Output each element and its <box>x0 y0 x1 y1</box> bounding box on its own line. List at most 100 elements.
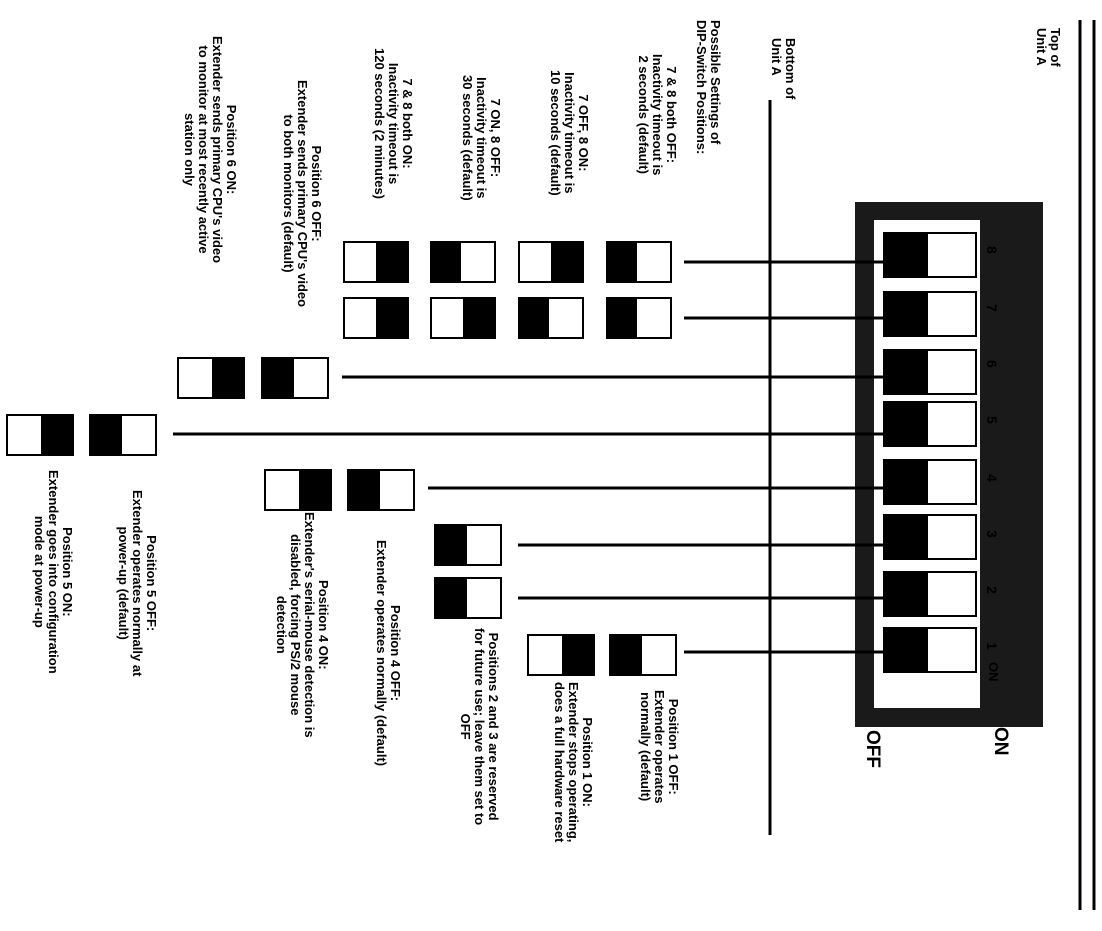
desc-78-both-off: 7 & 8 both OFF: Inactivity timeout is 2 … <box>636 54 679 176</box>
desc-line: disabled, forcing PS/2 mouse <box>288 534 303 716</box>
switch-number-8: 8 <box>984 246 1000 254</box>
desc-line: Position 4 ON: <box>316 580 331 670</box>
dip-switch-4 <box>883 459 977 505</box>
switch-number-3: 3 <box>984 530 1000 538</box>
desc-line: Extender goes into configuration <box>46 470 61 674</box>
desc-line: Extender stops operating, <box>566 682 581 843</box>
dip-switch-7 <box>883 291 977 337</box>
switch-example-6-a <box>261 357 329 399</box>
top-of-unit-line: Unit A <box>1034 28 1049 66</box>
desc-line: Extender's serial-mouse detection is <box>302 512 317 738</box>
desc-line: Position 1 ON: <box>580 717 595 807</box>
switch-example-7-b <box>518 297 584 339</box>
desc-line: Position 6 OFF: <box>309 145 324 242</box>
desc-line: Position 5 OFF: <box>144 535 159 632</box>
dip-switch-2 <box>883 571 977 617</box>
desc-line: Inactivity timeout is <box>474 77 489 199</box>
desc-6-off: Position 6 OFF: Extender sends primary C… <box>281 80 324 308</box>
switch-example-8-c <box>430 241 496 283</box>
dip-switch-8 <box>883 232 977 278</box>
desc-4-off: Position 4 OFF: Extender operates normal… <box>374 540 403 767</box>
desc-5-on: Position 5 ON: Extender goes into config… <box>32 470 75 674</box>
desc-line: Positions 2 and 3 are reserved <box>486 632 501 821</box>
switch-example-5-a <box>89 414 157 456</box>
desc-line: station only <box>182 113 197 186</box>
settings-heading: Possible Settings of DIP-Switch Position… <box>694 20 723 155</box>
desc-line: Position 5 ON: <box>60 527 75 617</box>
switch-example-7-d <box>343 297 409 339</box>
switch-number-7: 7 <box>984 304 1000 312</box>
bottom-of-unit-line: Unit A <box>769 38 784 76</box>
desc-line: Extender sends primary CPU's video <box>295 80 310 308</box>
desc-4-on: Position 4 ON: Extender's serial-mouse d… <box>274 512 331 738</box>
desc-line: Inactivity timeout is <box>650 54 665 176</box>
desc-line: does a full hardware reset <box>552 682 567 843</box>
desc-line: 7 ON, 8 OFF: <box>488 98 503 178</box>
desc-line: normally (default) <box>638 692 653 802</box>
switch-number-4: 4 <box>984 474 1000 482</box>
desc-1-off: Position 1 OFF: Extender operates normal… <box>638 690 681 804</box>
switch-number-6: 6 <box>984 360 1000 368</box>
switch-example-7-c <box>430 297 496 339</box>
desc-line: to both monitors (default) <box>281 114 296 273</box>
switch-example-2 <box>434 577 502 619</box>
desc-1-on: Position 1 ON: Extender stops operating,… <box>552 682 595 843</box>
desc-line: Position 6 ON: <box>224 104 239 195</box>
desc-line: Extender sends primary CPU's video <box>210 36 225 264</box>
desc-line: Position 4 OFF: <box>388 605 403 702</box>
desc-6-on: Position 6 ON: Extender sends primary CP… <box>182 36 239 264</box>
desc-line: to monitor at most recently active <box>196 45 211 254</box>
desc-line: detection <box>274 595 289 654</box>
switch-example-8-a <box>606 241 672 283</box>
desc-line: Extender operates normally (default) <box>374 540 389 767</box>
switch-example-7-a <box>606 297 672 339</box>
desc-5-off: Position 5 OFF: Extender operates normal… <box>116 490 159 677</box>
switch-example-1-b <box>527 634 595 676</box>
top-of-unit-label: Top of Unit A <box>1034 28 1063 67</box>
desc-line: mode at power-up <box>32 515 47 628</box>
desc-78-both-on: 7 & 8 both ON: Inactivity timeout is 120… <box>372 48 415 199</box>
desc-line: 30 seconds (default) <box>460 75 475 201</box>
desc-line: 10 seconds (default) <box>548 70 563 196</box>
switch-example-1-a <box>609 634 677 676</box>
dip-switch-5 <box>883 401 977 447</box>
switch-example-4-b <box>264 469 332 511</box>
desc-line: Inactivity timeout is <box>562 72 577 194</box>
bottom-of-unit-line: Bottom of <box>783 38 798 100</box>
desc-23-reserved: Positions 2 and 3 are reserved for futur… <box>458 628 501 826</box>
desc-line: OFF <box>458 713 473 740</box>
desc-line: for future use; leave them set to <box>472 628 487 826</box>
desc-line: 7 OFF, 8 ON: <box>576 94 591 172</box>
desc-line: 7 & 8 both ON: <box>400 78 415 169</box>
desc-7off-8on: 7 OFF, 8 ON: Inactivity timeout is 10 se… <box>548 70 591 196</box>
settings-heading-line: Possible Settings of <box>708 20 723 145</box>
dip-switch-3 <box>883 514 977 560</box>
switch-example-4-a <box>347 469 415 511</box>
switch-number-1: 1 <box>984 642 1000 650</box>
desc-line: Position 1 OFF: <box>666 698 681 795</box>
switch-example-6-b <box>177 357 245 399</box>
dip-switch-6 <box>883 349 977 395</box>
switch-example-5-b <box>6 414 74 456</box>
desc-line: 2 seconds (default) <box>636 55 651 174</box>
block-on-label: ON <box>986 662 1001 682</box>
desc-line: 120 seconds (2 minutes) <box>372 48 387 199</box>
switch-number-5: 5 <box>984 416 1000 424</box>
desc-line: Extender operates normally at <box>130 490 145 677</box>
on-side-label: ON <box>990 727 1011 756</box>
switch-example-3 <box>434 524 502 566</box>
switch-example-8-d <box>343 241 409 283</box>
desc-line: Inactivity timeout is <box>386 62 401 185</box>
switch-number-2: 2 <box>984 586 1000 594</box>
desc-line: power-up (default) <box>116 526 131 640</box>
settings-heading-line: DIP-Switch Positions: <box>694 20 709 155</box>
desc-line: 7 & 8 both OFF: <box>664 66 679 164</box>
dip-switch-1 <box>883 627 977 673</box>
top-of-unit-line: Top of <box>1048 28 1063 67</box>
desc-7on-8off: 7 ON, 8 OFF: Inactivity timeout is 30 se… <box>460 75 503 201</box>
switch-example-8-b <box>518 241 584 283</box>
bottom-of-unit-label: Bottom of Unit A <box>769 38 798 100</box>
desc-line: Extender operates <box>652 690 667 804</box>
